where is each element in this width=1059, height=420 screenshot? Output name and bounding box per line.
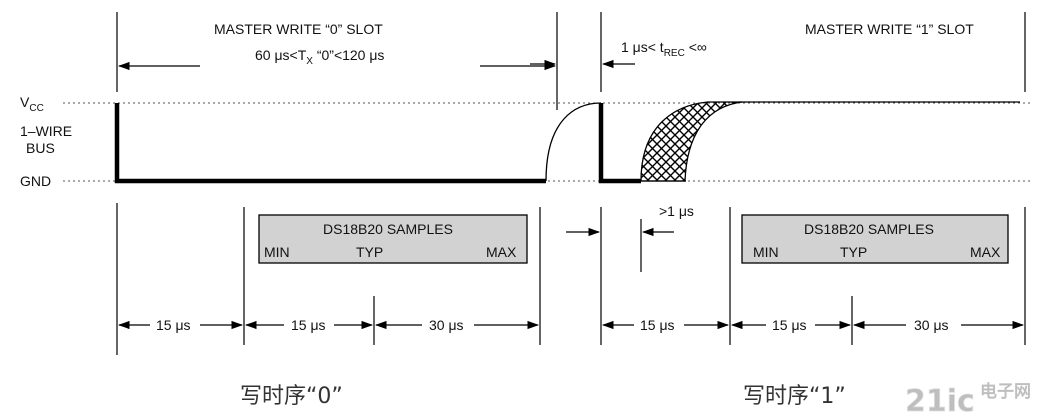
vcc-label: VCC <box>20 94 44 114</box>
gap-label: >1 μs <box>659 203 694 219</box>
caption-write-0: 写时序“0” <box>240 384 343 409</box>
samples-box-write1-min: MIN <box>753 244 779 260</box>
timing1-seg2-label: 15 μs <box>772 317 807 333</box>
timing0-seg2-label: 15 μs <box>291 317 326 333</box>
timing1-seg3-label: 30 μs <box>914 317 949 333</box>
gnd-label: GND <box>20 173 51 189</box>
samples-box-write1-title: DS18B20 SAMPLES <box>804 221 934 237</box>
trec-range: 1 μs< tREC <∞ <box>621 39 707 59</box>
slot1-title: MASTER WRITE “1” SLOT <box>805 21 974 37</box>
timing1-seg1-label: 15 μs <box>640 317 675 333</box>
caption-write-1: 写时序“1” <box>743 384 846 409</box>
bus-label-line2: BUS <box>26 140 55 156</box>
svg-text:电子网: 电子网 <box>980 381 1031 402</box>
samples-box-write0-typ: TYP <box>356 244 383 260</box>
svg-text:21ic: 21ic <box>905 384 975 419</box>
site-watermark-logo: 21ic 电子网 <box>905 381 1031 419</box>
samples-box-write0 <box>258 214 528 264</box>
samples-box-write1-max: MAX <box>970 244 1001 260</box>
write0-low-pulse <box>114 103 546 184</box>
timing0-seg1-label: 15 μs <box>156 317 191 333</box>
samples-box-write0-min: MIN <box>264 244 290 260</box>
timing0-seg3-label: 30 μs <box>429 317 464 333</box>
samples-box-write0-max: MAX <box>486 244 517 260</box>
write0-recovery-rise <box>545 102 602 182</box>
samples-box-write0-title: DS18B20 SAMPLES <box>323 221 453 237</box>
bus-label-line1: 1–WIRE <box>20 123 72 139</box>
write1-release-uncertainty-region <box>640 101 743 182</box>
write1-low-pulse <box>598 103 641 184</box>
samples-box-write1-typ: TYP <box>840 244 867 260</box>
slot0-title: MASTER WRITE “0” SLOT <box>214 21 383 37</box>
samples-box-write1 <box>741 214 1009 264</box>
slot0-duration-range: 60 μs<TX “0”<120 μs <box>255 47 384 67</box>
